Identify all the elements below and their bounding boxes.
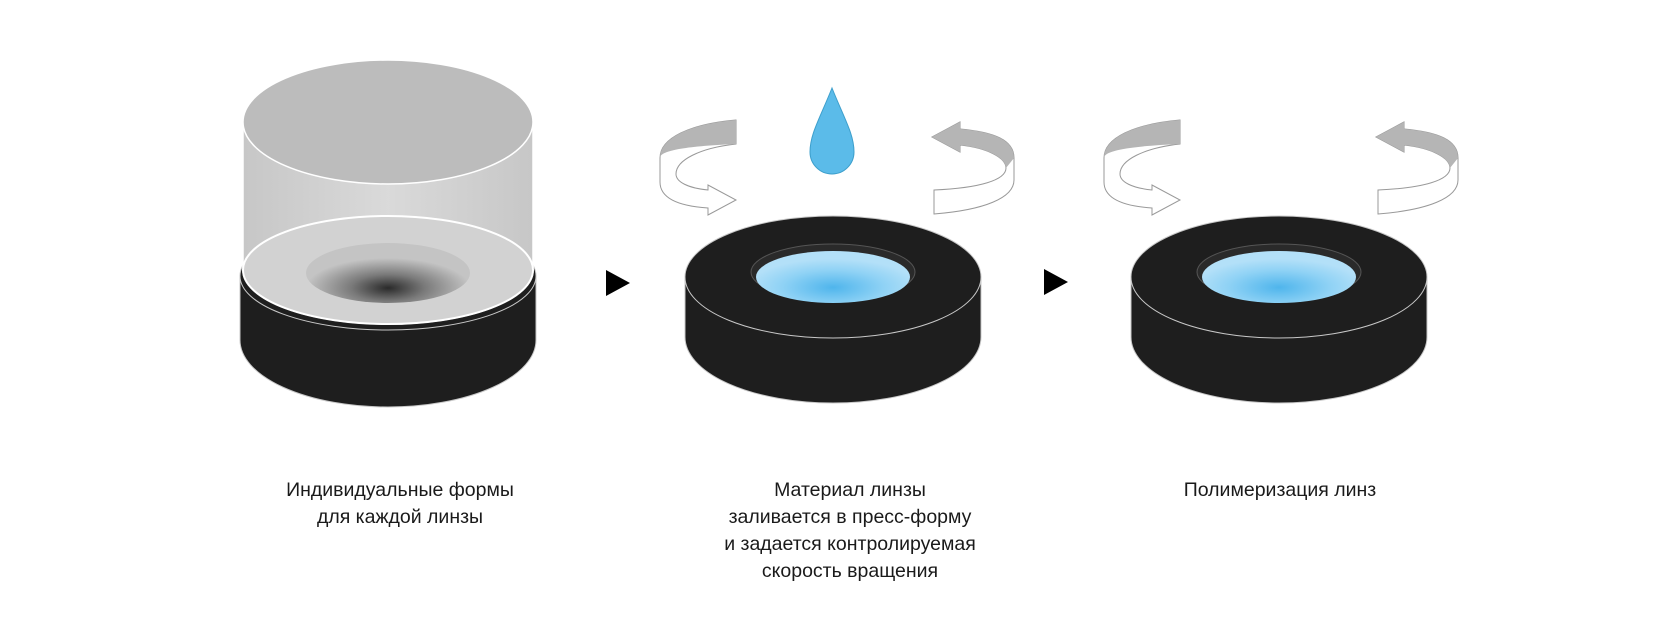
step-3-caption: Полимеризация линз [1140, 477, 1420, 504]
rotation-arrow-left-icon [659, 119, 738, 216]
rotation-arrow-right-icon [1374, 121, 1459, 215]
caption-line: заливается в пресс-форму [728, 506, 972, 528]
caption-line: скорость вращения [761, 560, 939, 582]
caption-line: Полимеризация линз [1183, 479, 1377, 501]
step-arrow-icon [606, 270, 630, 296]
caption-line: Индивидуальные формы [286, 479, 514, 501]
step-1-caption: Индивидуальные формы для каждой линзы [250, 477, 550, 531]
spinning-mold-with-drop-icon [659, 86, 1015, 404]
lid-top [242, 59, 534, 185]
material-drop-icon [809, 86, 855, 175]
rotation-arrow-right-icon [930, 121, 1015, 215]
polymerized-lens [1202, 251, 1356, 303]
rotation-arrow-left-icon [1103, 119, 1182, 216]
caption-line: и задается контролируемая [724, 533, 976, 555]
step-2-caption: Материал линзы заливается в пресс-форму … [690, 477, 1010, 585]
spinning-mold-icon [1103, 119, 1459, 404]
mold-with-lid-icon [239, 59, 537, 408]
lens-material [756, 251, 910, 303]
step-arrow-icon [1044, 269, 1068, 295]
caption-line: для каждой линзы [316, 506, 484, 528]
caption-line: Материал линзы [774, 479, 926, 501]
